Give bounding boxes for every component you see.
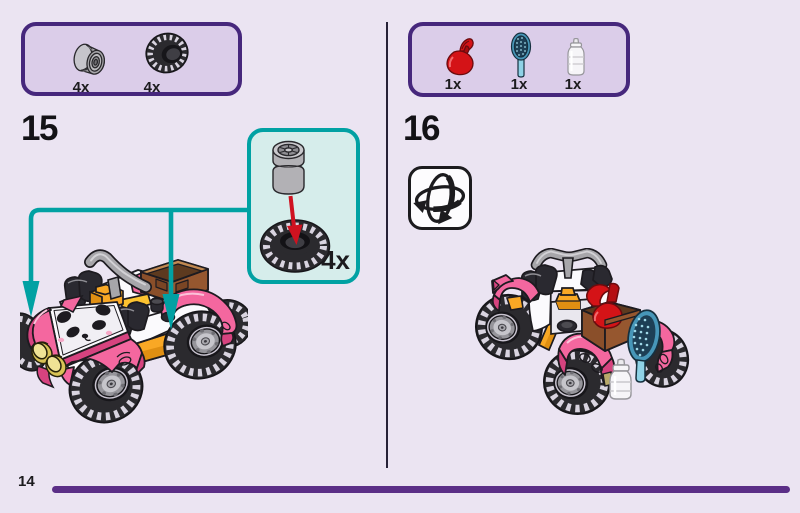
- step15-vehicle-drawing: [20, 249, 248, 445]
- callout-assembly-drawing: [259, 140, 331, 273]
- wheel-hub-part-icon: [73, 43, 105, 75]
- page-divider: [386, 22, 388, 468]
- handlebar: [84, 249, 152, 293]
- baby-bottle-count: 1x: [564, 76, 582, 93]
- step-16-number: 16: [403, 109, 440, 148]
- hairbrush-count: 1x: [510, 76, 528, 93]
- apple-count: 1x: [444, 76, 462, 93]
- hairbrush-on-model: [627, 309, 661, 383]
- panda-sticker: [56, 304, 113, 343]
- hairbrush-part-icon: [510, 32, 532, 78]
- callout-connector-lines: [22, 207, 247, 330]
- footer-bar: [52, 486, 790, 493]
- headlights: [31, 341, 67, 389]
- step-15-number: 15: [21, 109, 58, 148]
- step15-parts-box: 4x 4x: [21, 22, 242, 96]
- callout-count: 4x: [321, 245, 350, 275]
- step16-parts-box: 1x 1x 1x: [408, 22, 630, 97]
- wheel-hub-count: 4x: [72, 79, 90, 96]
- baby-bottle-part-icon: [567, 38, 585, 76]
- tire-part-icon: [145, 32, 189, 74]
- baby-bottle-on-model: [609, 358, 632, 400]
- left-fender: [491, 274, 540, 312]
- rear-fender: [160, 288, 238, 347]
- step15-callout-box: 4x: [247, 128, 360, 284]
- apple-part-icon: [446, 38, 474, 76]
- step16-vehicle-drawing: [465, 248, 690, 453]
- tire-count: 4x: [143, 79, 161, 96]
- page-number: 14: [18, 473, 35, 490]
- rotate-model-icon: [408, 166, 472, 230]
- handlebar: [530, 248, 608, 271]
